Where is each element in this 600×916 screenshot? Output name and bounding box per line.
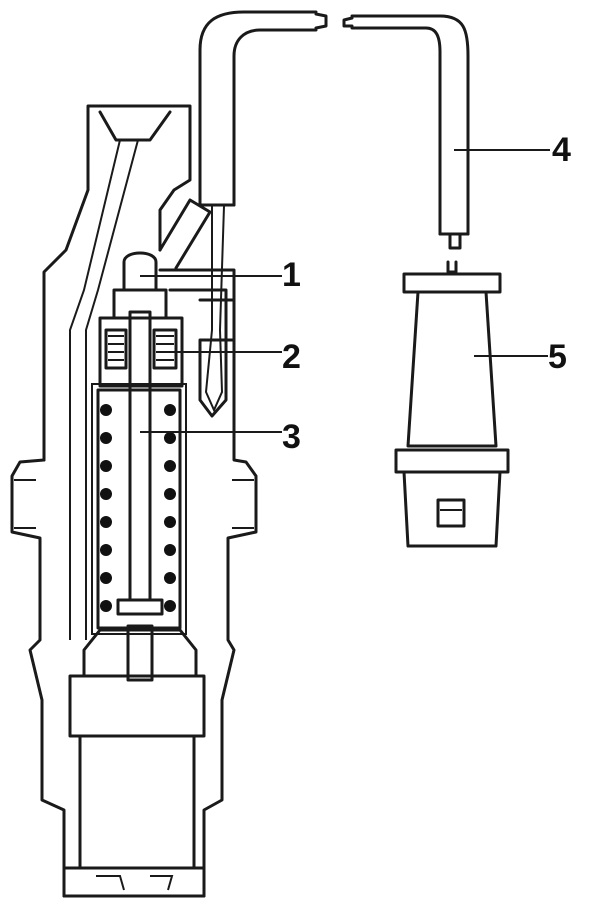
wire-harness bbox=[198, 10, 470, 413]
coil-windings bbox=[100, 404, 176, 612]
label-1: 1 bbox=[282, 256, 301, 294]
connector-plug bbox=[394, 260, 510, 548]
sensor-body bbox=[10, 104, 258, 898]
leader-lines bbox=[140, 149, 550, 433]
label-3: 3 bbox=[282, 418, 301, 456]
label-5: 5 bbox=[548, 338, 567, 376]
label-4: 4 bbox=[552, 131, 571, 169]
label-2: 2 bbox=[282, 338, 301, 376]
